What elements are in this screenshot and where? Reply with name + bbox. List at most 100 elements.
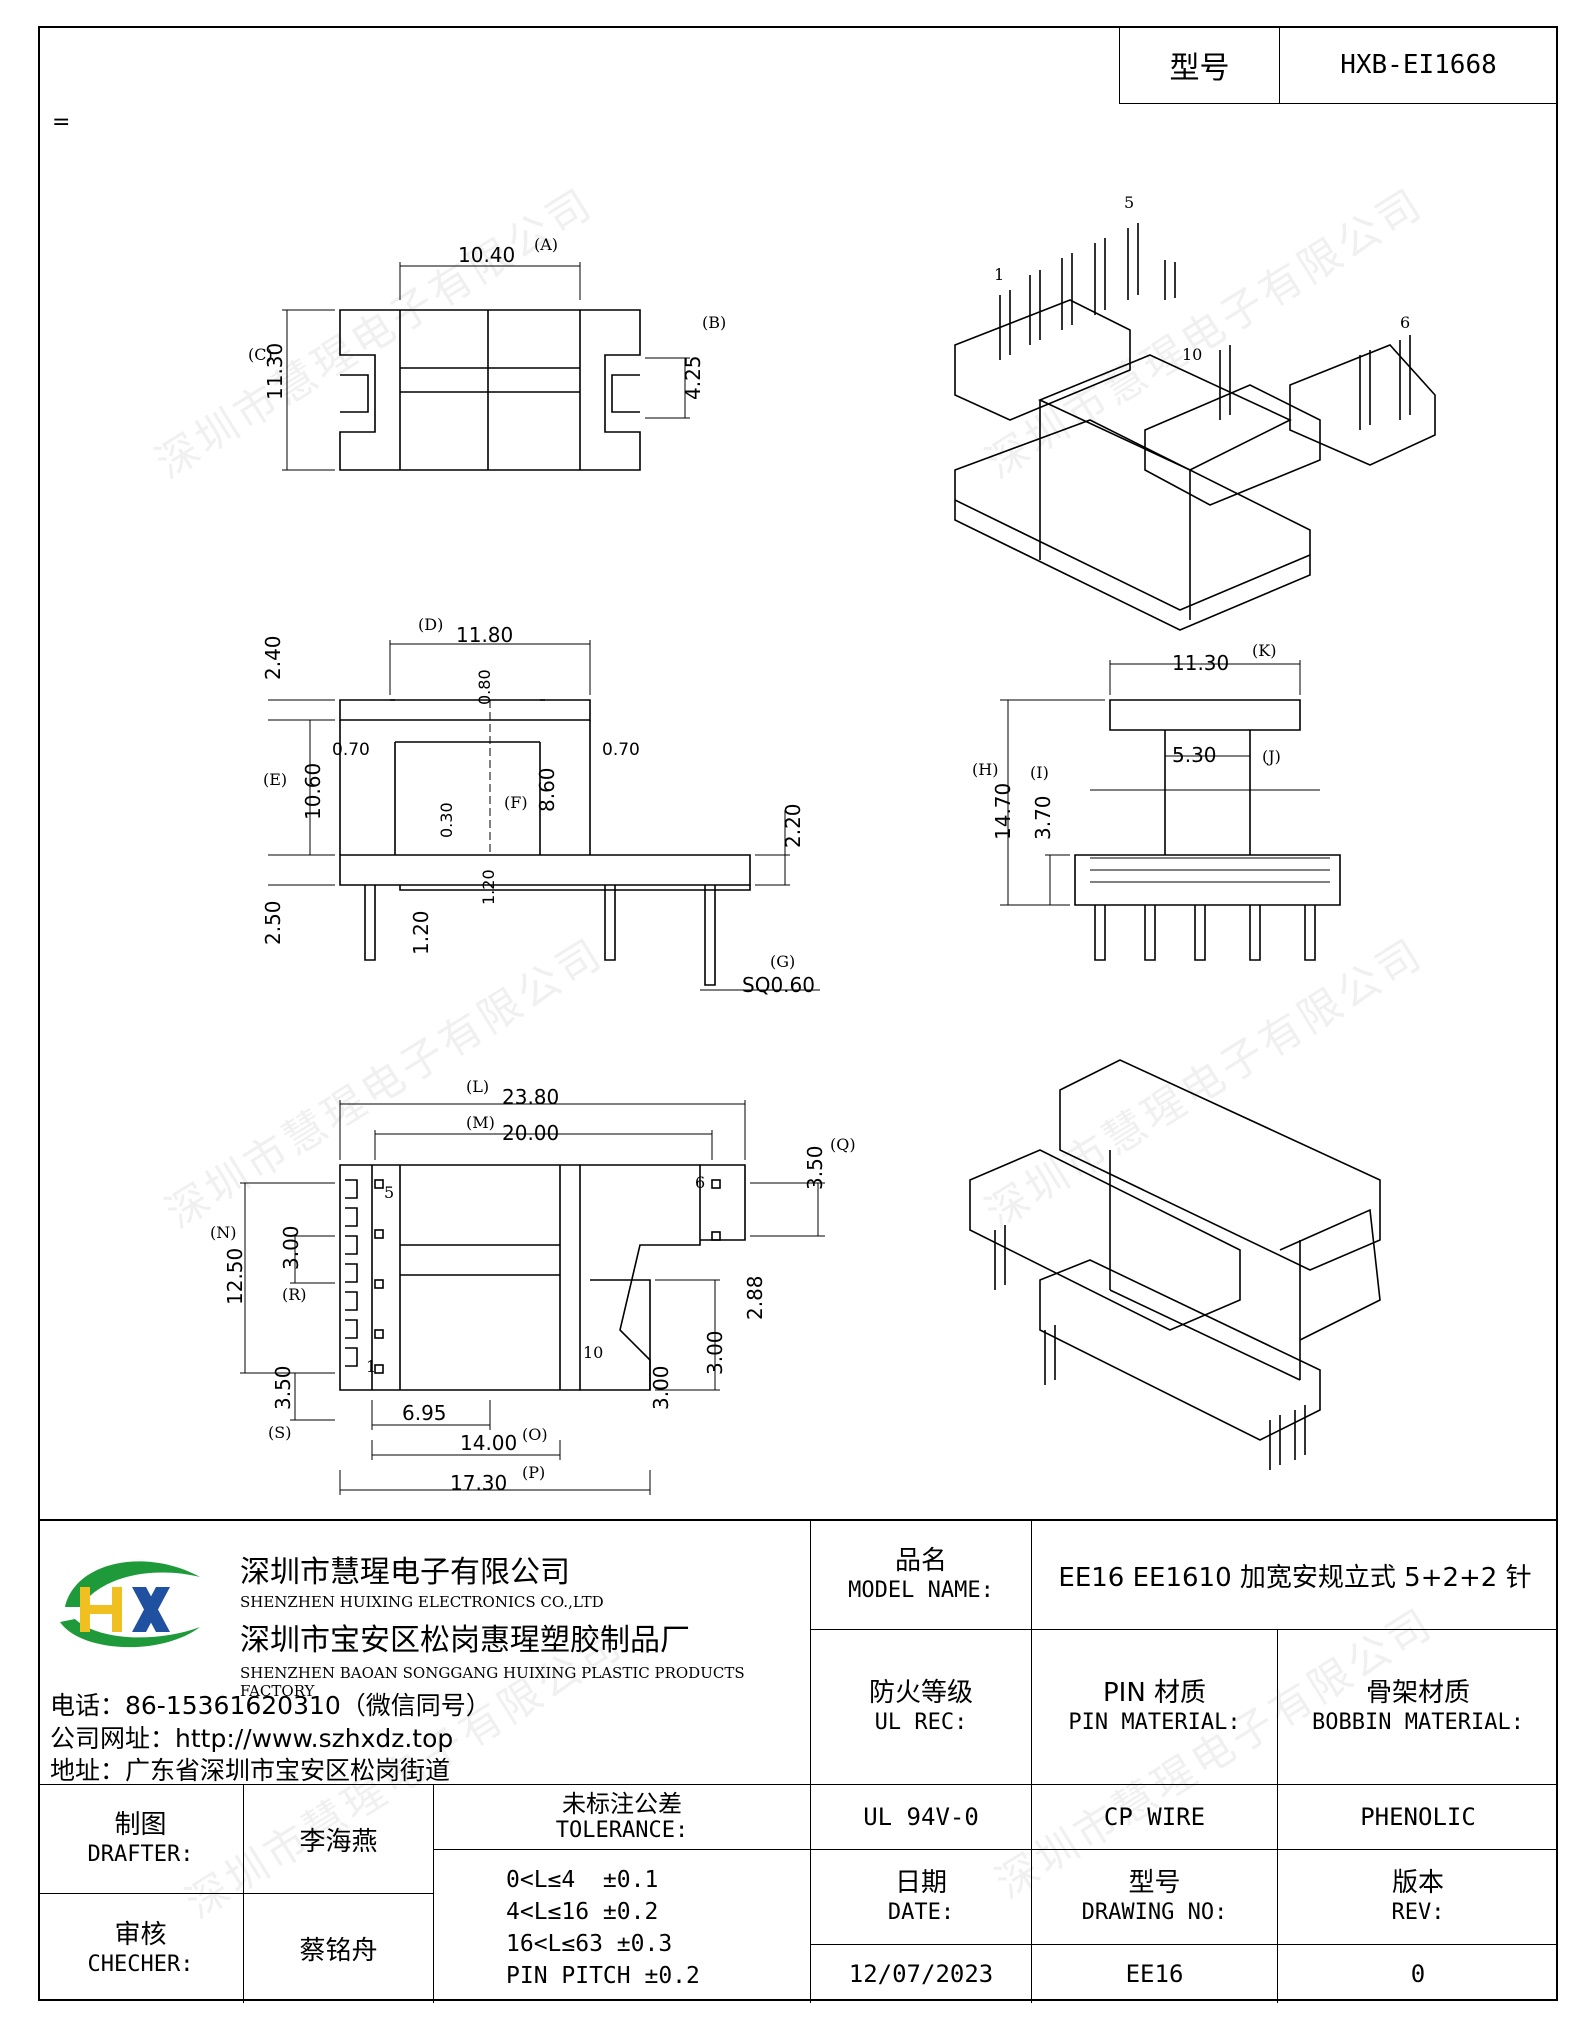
dim-text: 3.00 (279, 1225, 303, 1270)
tolerance-label-cn: 未标注公差 (562, 1790, 682, 1818)
tolerance-line: 0<L≤4 ±0.1 (506, 1867, 659, 1893)
dim-text: 3.00 (649, 1365, 673, 1410)
model-value: HXB-EI1668 (1340, 50, 1497, 80)
dim-text: 0.30 (437, 802, 456, 838)
drafter-label-cn: 制图 (114, 1810, 167, 1840)
dim-text: 3.50 (803, 1145, 827, 1190)
date-value: 12/07/2023 (848, 1960, 994, 1988)
dim-text: 12.50 (223, 1248, 247, 1305)
top-view (282, 262, 690, 471)
tolerance-values: 0<L≤4 ±0.1 4<L≤16 ±0.2 16<L≤63 ±0.3 PIN … (434, 1850, 811, 2003)
iso-view-bottom (969, 1059, 1381, 1470)
ul-label-en: UL REC: (874, 1710, 968, 1735)
model-name-label-en: MODEL NAME: (848, 1578, 994, 1603)
dim-text: 14.00 (460, 1431, 517, 1455)
ul-label-cell: 防火等级 UL REC: (811, 1630, 1032, 1785)
checker-label-cn: 审核 (114, 1919, 167, 1950)
bottom-view (240, 1100, 825, 1495)
pin-number: 1 (994, 265, 1004, 284)
pin-material-value: CP WIRE (1103, 1803, 1206, 1831)
title-block: HX 深圳市慧瑆电子有限公司 SHENZHEN HUIXING ELECTRON… (38, 1519, 1558, 2003)
pin-material-label-cell: PIN 材质 PIN MATERIAL: (1032, 1630, 1278, 1785)
tag-text: (Q) (830, 1135, 856, 1154)
dim-text: 11.30 (263, 343, 287, 400)
drawing-no-label-en: DRAWING NO: (1081, 1900, 1228, 1925)
rev-value-cell: 0 (1278, 1945, 1558, 2003)
dim-text: 23.80 (502, 1085, 559, 1109)
tolerance-line: 4<L≤16 ±0.2 (506, 1899, 659, 1925)
bobbin-material-value-cell: PHENOLIC (1278, 1785, 1558, 1850)
checker-label-cell: 审核 CHECHER: (38, 1894, 244, 2003)
dim-text: SQ0.60 (742, 973, 815, 997)
bobbin-material-label-en: BOBBIN MATERIAL: (1312, 1710, 1524, 1735)
dim-text: 11.80 (456, 623, 513, 647)
company-name-cn: 深圳市慧瑆电子有限公司 (240, 1555, 570, 1590)
side-view (1000, 660, 1341, 961)
rev-label-en: REV: (1391, 1900, 1445, 1925)
dim-text: 2.40 (261, 635, 285, 680)
dim-text: 11.30 (1172, 651, 1229, 675)
date-label-cn: 日期 (894, 1868, 947, 1898)
front-view (268, 640, 820, 991)
pin-number: 10 (583, 1343, 603, 1362)
checker-name-cell: 蔡铭舟 (244, 1894, 434, 2003)
dim-text: 14.70 (991, 783, 1015, 840)
pin-number: 6 (1400, 313, 1410, 332)
rev-label-cell: 版本 REV: (1278, 1850, 1558, 1945)
tolerance-label-en: TOLERANCE: (555, 1818, 689, 1843)
iso-view-top (954, 223, 1436, 631)
rev-label-cn: 版本 (1391, 1868, 1444, 1898)
dim-text: 10.40 (458, 243, 515, 267)
model-name-value-cell: EE16 EE1610 加宽安规立式 5+2+2 针 (1032, 1521, 1558, 1630)
pin-material-value-cell: CP WIRE (1032, 1785, 1278, 1850)
drafter-name-cell: 李海燕 (244, 1785, 434, 1894)
pin-number: 6 (695, 1173, 705, 1192)
company-name-en: SHENZHEN HUIXING ELECTRONICS CO.,LTD (240, 1593, 604, 1611)
dim-text: 2.88 (743, 1275, 767, 1320)
tag-text: (K) (1252, 641, 1276, 660)
dim-text: 6.95 (402, 1401, 447, 1425)
model-label-cell: 型号 (1120, 27, 1280, 103)
tolerance-line: 16<L≤63 ±0.3 (506, 1931, 673, 1957)
tag-text: (I) (1030, 763, 1049, 782)
tag-text: (P) (522, 1463, 545, 1482)
tag-text: (J) (1262, 747, 1281, 766)
factory-name-en: SHENZHEN BAOAN SONGGANG HUIXING PLASTIC … (240, 1664, 745, 1700)
tag-text: (H) (972, 760, 998, 779)
drawing-no-label-cell: 型号 DRAWING NO: (1032, 1850, 1278, 1945)
pin-material-label-cn: PIN 材质 (1102, 1678, 1207, 1708)
dim-text: 1.20 (409, 910, 433, 955)
dim-text: 17.30 (450, 1471, 507, 1495)
company-area: HX 深圳市慧瑆电子有限公司 SHENZHEN HUIXING ELECTRON… (38, 1521, 811, 1785)
dim-text: 2.50 (261, 900, 285, 945)
tag-text: (E) (263, 770, 287, 789)
drawing-no-value-cell: EE16 (1032, 1945, 1278, 2003)
tag-text: (B) (702, 313, 726, 332)
drafter-label-cell: 制图 DRAFTER: (38, 1785, 244, 1894)
dim-text: 3.50 (271, 1365, 295, 1410)
dim-text: 1.20 (479, 869, 498, 905)
ul-value: UL 94V-0 (863, 1803, 979, 1831)
pin-material-label-en: PIN MATERIAL: (1068, 1710, 1241, 1735)
company-address: 地址：广东省深圳市宝安区松岗街道 (50, 1756, 451, 1785)
date-label-en: DATE: (887, 1900, 955, 1925)
tolerance-label-cell: 未标注公差 TOLERANCE: (434, 1785, 811, 1850)
date-value-cell: 12/07/2023 (811, 1945, 1032, 2003)
drafter-name: 李海燕 (299, 1826, 378, 1857)
tag-text: (C) (248, 345, 273, 364)
tag-text: (R) (282, 1285, 307, 1304)
drawing-no-label-cn: 型号 (1128, 1868, 1181, 1898)
factory-name-cn: 深圳市宝安区松岗惠瑆塑胶制品厂 (240, 1623, 690, 1658)
drawing-no-value: EE16 (1125, 1960, 1184, 1988)
dim-text: 4.25 (681, 355, 705, 400)
tag-text: (G) (770, 952, 795, 971)
model-name-value: EE16 EE1610 加宽安规立式 5+2+2 针 (1058, 1562, 1532, 1593)
model-name-label-cn: 品名 (894, 1546, 947, 1576)
tolerance-line: PIN PITCH ±0.2 (506, 1963, 700, 1989)
bobbin-material-label-cell: 骨架材质 BOBBIN MATERIAL: (1278, 1630, 1558, 1785)
technical-drawing: 10.40 11.30 4.25 (A) (B) (C) 1 5 6 10 11… (210, 193, 1436, 1495)
tag-text: (F) (504, 793, 528, 812)
tag-text: (M) (466, 1113, 495, 1132)
dim-text: 0.80 (475, 669, 494, 705)
dim-text: 0.70 (602, 740, 640, 760)
